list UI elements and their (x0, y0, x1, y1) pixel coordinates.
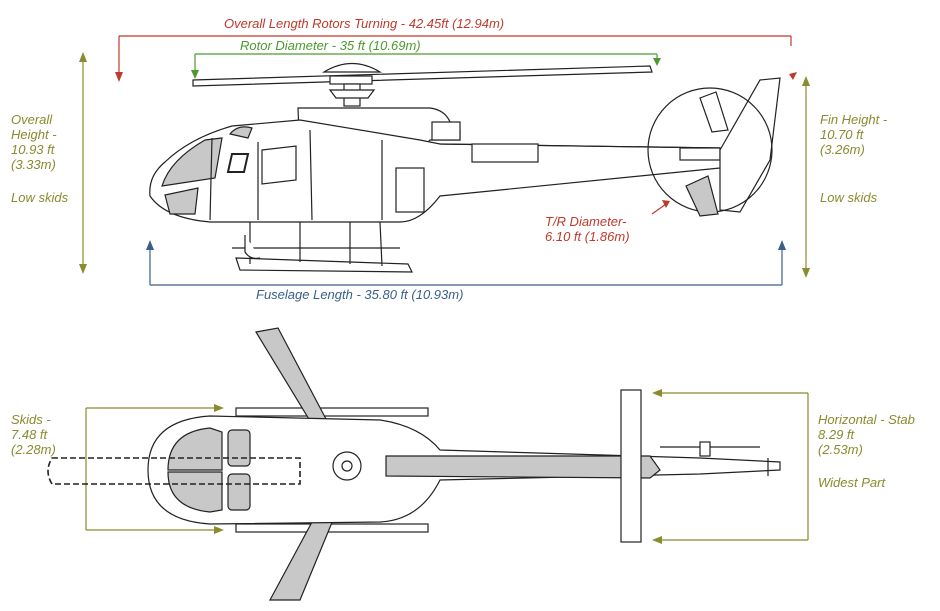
side-view (79, 35, 810, 286)
top-view (47, 327, 809, 601)
left-low-skids-label: Low skids (11, 190, 69, 205)
fin-height-label: Fin Height - 10.70 ft (3.26m) (820, 112, 888, 157)
horizontal-stab-arrows (652, 389, 809, 544)
skids-width-arrows (85, 404, 224, 534)
helicopter-side-outline (149, 62, 781, 273)
overall-length-bracket (115, 35, 797, 82)
rotor-diameter-bracket (191, 53, 661, 79)
overall-height-label: Overall Height - 10.93 ft (3.33m) (11, 112, 57, 172)
fin-height-arrow (802, 76, 810, 278)
skids-label: Skids - 7.48 ft (2.28m) (11, 412, 56, 457)
widest-part-label: Widest Part (818, 475, 886, 490)
tr-diameter-pointer (651, 200, 670, 215)
helicopter-top-outline (47, 327, 781, 601)
rotor-diameter-label: Rotor Diameter - 35 ft (10.69m) (240, 38, 421, 53)
horizontal-stab-label: Horizontal - Stab 8.29 ft (2.53m) (818, 412, 915, 457)
tr-diameter-label: T/R Diameter- 6.10 ft (1.86m) (545, 214, 630, 244)
overall-height-arrow (79, 52, 87, 274)
fuselage-length-label: Fuselage Length - 35.80 ft (10.93m) (256, 287, 464, 302)
overall-length-label: Overall Length Rotors Turning - 42.45ft … (224, 16, 505, 31)
fuselage-length-bracket (146, 240, 786, 286)
right-low-skids-label: Low skids (820, 190, 878, 205)
